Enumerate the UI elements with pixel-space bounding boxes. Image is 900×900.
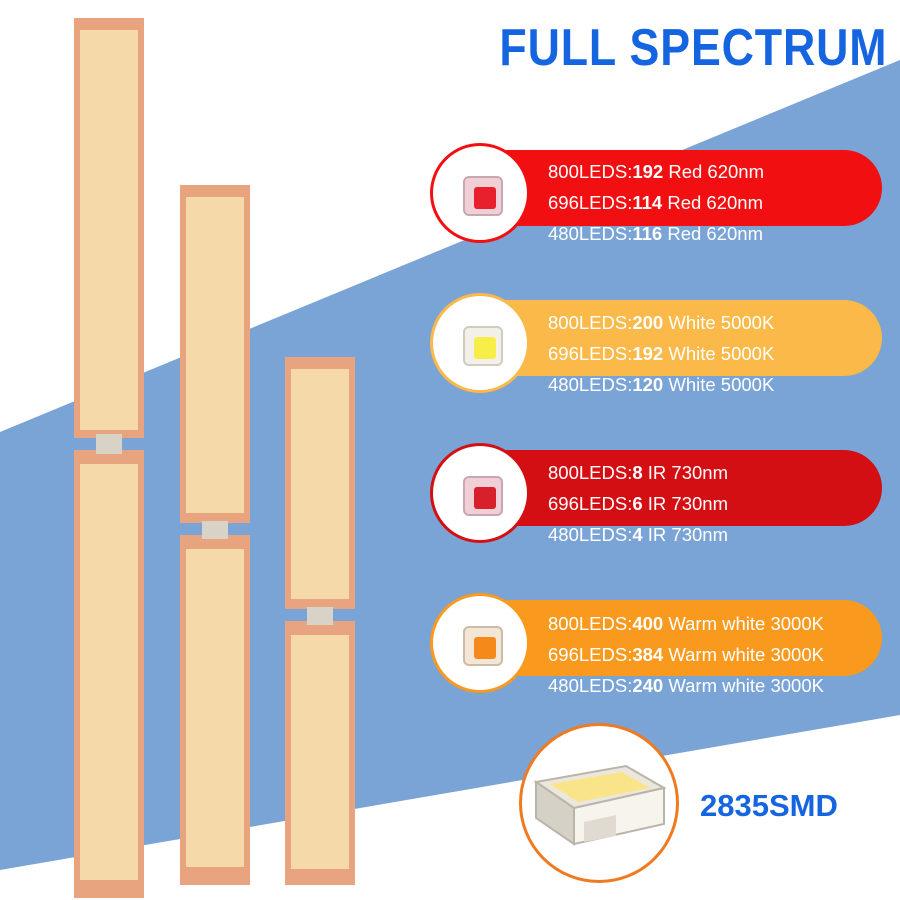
red-spectrum-lines: 800LEDS:192 Red 620nm 696LEDS:114 Red 62… (548, 156, 764, 249)
warm-spectrum-lines: 800LEDS:400 Warm white 3000K 696LEDS:384… (548, 608, 824, 701)
led-strip-800 (74, 18, 144, 898)
ir-spectrum-pill (468, 450, 882, 526)
warm-spectrum-pill (468, 600, 882, 676)
strip-led-rows (291, 635, 349, 869)
strip-connector (307, 607, 333, 625)
strip-led-rows (186, 197, 244, 513)
white-spectrum-pill (468, 300, 882, 376)
warm-led-chip-icon (430, 593, 530, 693)
spec-line: 696LEDS:192 White 5000K (548, 343, 775, 364)
page-title: FULL SPECTRUM (499, 19, 888, 77)
smd-chip-drawing (533, 764, 667, 846)
spec-line: 800LEDS:400 Warm white 3000K (548, 613, 824, 634)
strip-led-rows (291, 369, 349, 599)
led-strip-480 (285, 357, 355, 885)
smd-label: 2835SMD (700, 788, 838, 823)
spec-line: 696LEDS:384 Warm white 3000K (548, 644, 824, 665)
strip-led-rows (80, 30, 138, 430)
strip-connector (202, 521, 228, 539)
white-led-chip-icon (430, 293, 530, 393)
spec-line: 480LEDS:4 IR 730nm (548, 524, 728, 545)
led-strip-696 (180, 185, 250, 885)
spec-line: 696LEDS:114 Red 620nm (548, 192, 763, 213)
spec-line: 696LEDS:6 IR 730nm (548, 493, 728, 514)
spec-line: 800LEDS:192 Red 620nm (548, 161, 765, 182)
smd-led-chip-icon (519, 723, 679, 883)
strip-led-rows (186, 549, 244, 867)
spec-line: 800LEDS:8 IR 730nm (548, 462, 728, 483)
ir-spectrum-lines: 800LEDS:8 IR 730nm 696LEDS:6 IR 730nm 48… (548, 457, 728, 550)
ir-led-chip-icon (430, 443, 530, 543)
red-spectrum-pill (468, 150, 882, 226)
red-led-chip-icon (430, 143, 530, 243)
spec-line: 480LEDS:240 Warm white 3000K (548, 675, 824, 696)
spec-line: 480LEDS:116 Red 620nm (548, 223, 763, 244)
strip-led-rows (80, 464, 138, 880)
white-spectrum-lines: 800LEDS:200 White 5000K 696LEDS:192 Whit… (548, 307, 774, 400)
spec-line: 480LEDS:120 White 5000K (548, 374, 775, 395)
spec-line: 800LEDS:200 White 5000K (548, 312, 775, 333)
strip-connector (96, 434, 122, 454)
